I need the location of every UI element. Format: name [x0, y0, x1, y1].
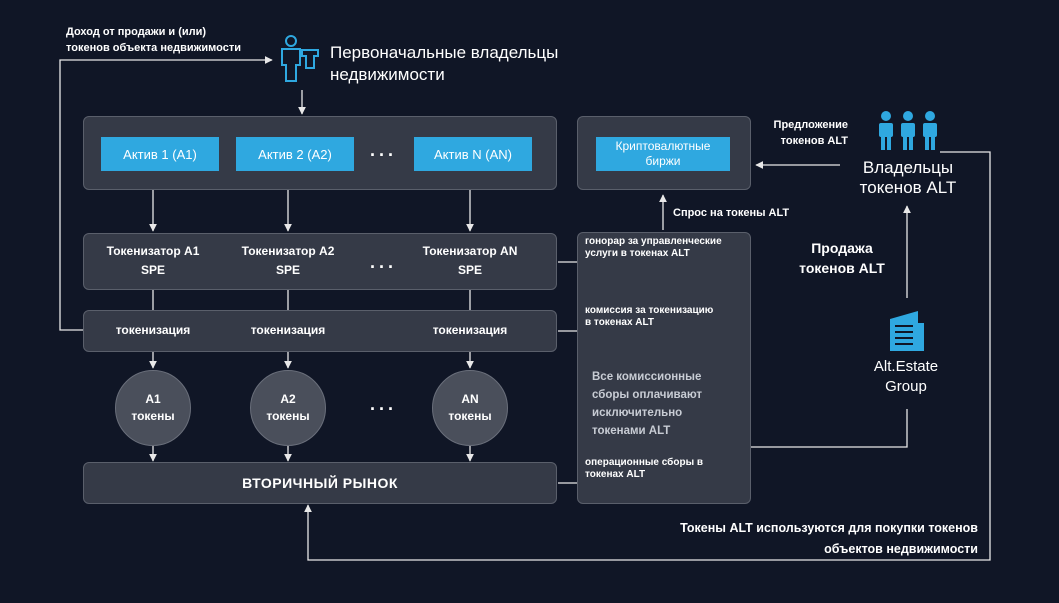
operational-fee-label: операционные сборы в токенах ALT [585, 457, 703, 481]
operational-fee-line2: токенах ALT [585, 469, 646, 480]
revenue-loop-line [59, 56, 273, 331]
alt-owners-line2: токенов ALT [859, 178, 957, 197]
management-fee-line2: услуги в токенах ALT [585, 248, 690, 259]
tokenizers-panel [83, 233, 557, 290]
revenue-label-line2: токенов объекта недвижимости [66, 42, 242, 54]
crypto-exchanges-line2: биржи [645, 154, 681, 168]
building-icon [890, 311, 924, 351]
tokenizer-a1: Токенизатор А1 SPE [93, 242, 213, 280]
revenue-label-line1: Доход от продажи и (или) [66, 26, 207, 38]
tokenization-bar [83, 310, 557, 352]
tokenization-label-n: токенизация [432, 323, 508, 337]
revenue-label: Доход от продажи и (или) токенов объекта… [66, 24, 241, 56]
owner-key-icon [281, 35, 319, 82]
asset-n-button[interactable]: Актив N (AN) [414, 137, 532, 171]
tokenization-label-2: токенизация [250, 323, 326, 337]
circles-ellipsis: ... [370, 394, 398, 414]
all-fees-note: Все комиссионные сборы оплачивают исключ… [592, 368, 702, 440]
tokenizer-a1-name: Токенизатор А1 [106, 244, 200, 258]
tokenization-fee-label: комиссия за токенизацию в токенах ALT [585, 305, 713, 329]
sale-label: Продажа токенов ALT [786, 238, 898, 278]
token-circle-an-id: AN [461, 392, 479, 406]
asset-2-button[interactable]: Актив 2 (A2) [236, 137, 354, 171]
sale-label-line2: токенов ALT [799, 260, 885, 276]
tokenizer-an-type: SPE [457, 263, 482, 277]
bottom-note-line1: Токены ALT используются для покупки токе… [680, 521, 978, 535]
all-fees-line3: исключительно [592, 407, 683, 419]
assets-ellipsis: ... [370, 140, 398, 160]
crypto-exchanges-line1: Криптовалютные [615, 139, 711, 153]
fees-panel [577, 232, 751, 504]
tokenizer-a2-type: SPE [275, 263, 300, 277]
supply-label-line2: токенов ALT [780, 135, 848, 147]
tokenizer-an-name: Токенизатор AN [422, 244, 518, 258]
initial-owners-line2: недвижимости [330, 65, 445, 84]
group-line2: Group [885, 378, 927, 395]
initial-owners-title: Первоначальные владельцы недвижимости [330, 42, 558, 86]
token-circle-a1: А1 токены [115, 370, 191, 446]
tokenizer-a2: Токенизатор А2 SPE [228, 242, 348, 280]
token-circle-a2-label: токены [266, 409, 310, 423]
tokenizer-an: Токенизатор AN SPE [410, 242, 530, 280]
token-circle-an-label: токены [448, 409, 492, 423]
tokenizer-a1-type: SPE [140, 263, 165, 277]
token-circle-a2-id: А2 [280, 392, 296, 406]
alt-owners-line1: Владельцы [862, 158, 954, 177]
all-fees-line2: сборы оплачивают [592, 389, 703, 401]
management-fee-label: гонорар за управленческие услуги в токен… [585, 236, 722, 260]
crypto-exchanges-button[interactable]: Криптовалютные биржи [596, 137, 730, 171]
all-fees-line4: токенами ALT [592, 425, 671, 437]
tokenization-label-1: токенизация [115, 323, 191, 337]
asset-1-button[interactable]: Актив 1 (A1) [101, 137, 219, 171]
token-circle-a2: А2 токены [250, 370, 326, 446]
tokenizers-ellipsis: ... [370, 252, 398, 272]
supply-label: Предложение токенов ALT [764, 117, 848, 149]
demand-label: Спрос на токены ALT [673, 207, 790, 219]
token-circle-a1-id: А1 [145, 392, 161, 406]
tokenizer-a2-name: Токенизатор А2 [241, 244, 335, 258]
alt-owners-title: Владельцы токенов ALT [846, 158, 970, 198]
bottom-note: Токены ALT используются для покупки токе… [600, 518, 978, 560]
token-circle-an: AN токены [432, 370, 508, 446]
bottom-note-line2: объектов недвижимости [824, 542, 978, 556]
alt-estate-group: Alt.Estate Group [850, 357, 962, 397]
initial-owners-line1: Первоначальные владельцы [330, 43, 559, 62]
people-group-icon [879, 111, 937, 150]
supply-label-line1: Предложение [773, 119, 848, 131]
sale-label-line1: Продажа [811, 240, 873, 256]
group-line1: Alt.Estate [873, 358, 939, 375]
all-fees-line1: Все комиссионные [592, 371, 702, 383]
tokenization-fee-line2: в токенах ALT [585, 317, 655, 328]
operational-fee-line1: операционные сборы в [585, 457, 704, 468]
token-circle-a1-label: токены [131, 409, 175, 423]
secondary-market: ВТОРИЧНЫЙ РЫНОК [83, 462, 557, 504]
tokenization-fee-line1: комиссия за токенизацию [585, 305, 714, 316]
management-fee-line1: гонорар за управленческие [585, 236, 722, 247]
